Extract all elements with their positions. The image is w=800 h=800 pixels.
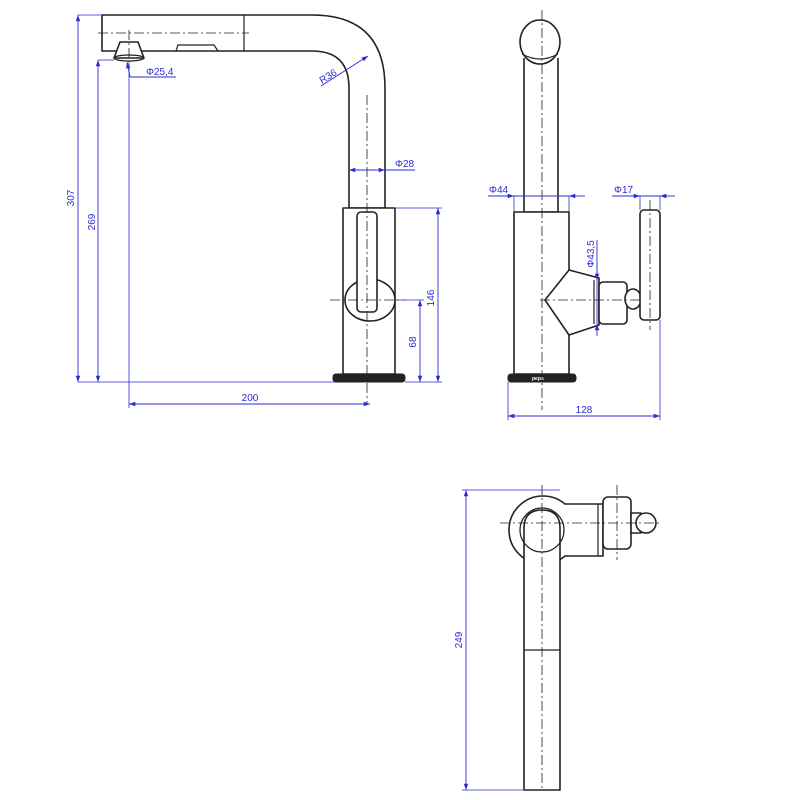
dim-label-269: 269: [87, 213, 98, 230]
dim-reach: 200: [128, 62, 370, 408]
dim-label-200: 200: [242, 393, 259, 404]
side-view: pepa Φ44 Φ17 Φ43,5: [488, 10, 675, 420]
top-view: 249: [454, 485, 662, 791]
side-spout-end: [519, 19, 561, 65]
side-knob-cap: [624, 288, 642, 310]
dim-label-146: 146: [426, 289, 437, 306]
dim-label-tube: Φ28: [395, 159, 415, 170]
dim-handle-height: 68: [395, 299, 424, 382]
spout-body: [101, 14, 386, 209]
dim-height-spout: 269: [87, 59, 114, 382]
dim-side-depth: 128: [507, 320, 661, 420]
dim-label-body-dia: Φ44: [489, 185, 509, 196]
side-spout-rim: [521, 53, 559, 60]
dim-aerator-dia: Φ25,4: [126, 61, 176, 78]
side-knob-stem: [598, 281, 628, 325]
dim-top-length: 249: [454, 489, 560, 791]
dim-label-lever-dia: Φ17: [614, 185, 634, 196]
dim-label-128: 128: [576, 405, 593, 416]
front-view: 307 269 200 Φ25,4 R36 Φ28: [66, 14, 442, 408]
dim-label-68: 68: [408, 336, 419, 348]
dim-label-249: 249: [454, 631, 465, 648]
dim-body-dia: Φ44: [488, 185, 585, 212]
dim-height-total: 307: [66, 14, 335, 383]
dim-tube-dia: Φ28: [349, 159, 415, 173]
dim-body-height: 146: [395, 207, 442, 383]
dim-lever-dia: Φ17: [612, 185, 675, 210]
dim-label-cartridge-dia: Φ43,5: [586, 240, 597, 268]
dim-label-aerator: Φ25,4: [146, 67, 174, 78]
side-tube: [523, 58, 559, 213]
top-cartridge: [565, 503, 604, 557]
spray-head: [175, 44, 219, 52]
dim-label-307: 307: [66, 189, 77, 206]
base-plate: [332, 373, 406, 383]
dim-label-r36: R36: [318, 67, 340, 86]
brand-mark: pepa: [532, 376, 544, 382]
dim-cartridge-dia: Φ43,5: [586, 240, 600, 336]
